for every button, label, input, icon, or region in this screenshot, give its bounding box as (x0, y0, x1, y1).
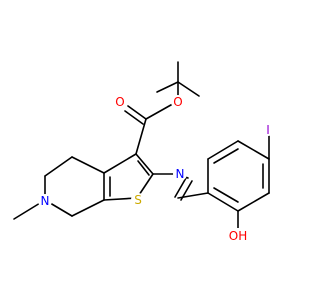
bond-c3-c2-double-outer (135, 153, 154, 175)
bond-tbu-methyl-left (156, 81, 179, 93)
bond-phenyl-c5-c6 (207, 140, 239, 160)
bond-c3-c2-double-inner (137, 160, 150, 176)
atom-label: I (266, 123, 270, 137)
bond-carbonyl-double-a (127, 105, 147, 120)
atom-hydroxyl: OH (226, 228, 250, 244)
bond-layer (13, 61, 270, 231)
atom-label: OH (229, 229, 247, 243)
bond-phenyl-c1-c2 (207, 192, 239, 212)
atom-iodine: I (262, 123, 274, 137)
bond-c3a-c4 (71, 156, 105, 174)
atom-label: O (173, 95, 182, 109)
atom-oxygen-carbonyl: O (113, 95, 127, 109)
atom-oxygen-ether: O (171, 95, 185, 109)
atom-sulfur: S (131, 193, 145, 207)
label-layer: O O S N N I OH (38, 95, 274, 244)
bond-phenyl-c2-c3 (237, 192, 270, 212)
molecule-structure: O O S N N I OH (13, 61, 274, 244)
atom-label: O (115, 95, 124, 109)
atom-label: N (176, 167, 185, 181)
bond-c3-c3a (103, 153, 137, 174)
bond-ch-to-phenyl (177, 192, 209, 199)
bond-phenyl-c4-c5 (237, 140, 270, 160)
bond-tbu-methyl-right (177, 81, 200, 97)
atom-ring-nitrogen: N (38, 194, 52, 208)
bond-carbonyl-to-ring (135, 118, 147, 155)
atom-label: S (134, 193, 142, 207)
atom-label: N (41, 194, 50, 208)
bond-carbonyl-double-b (124, 110, 144, 125)
bond-phenyl-inner-a (213, 187, 239, 203)
bond-c7-c7a (71, 199, 105, 217)
bond-c4-c5 (44, 156, 73, 177)
atom-imine-nitrogen: N (173, 167, 187, 181)
bond-phenyl-inner-c (213, 148, 239, 164)
bond-imine-double-outer (174, 177, 187, 198)
